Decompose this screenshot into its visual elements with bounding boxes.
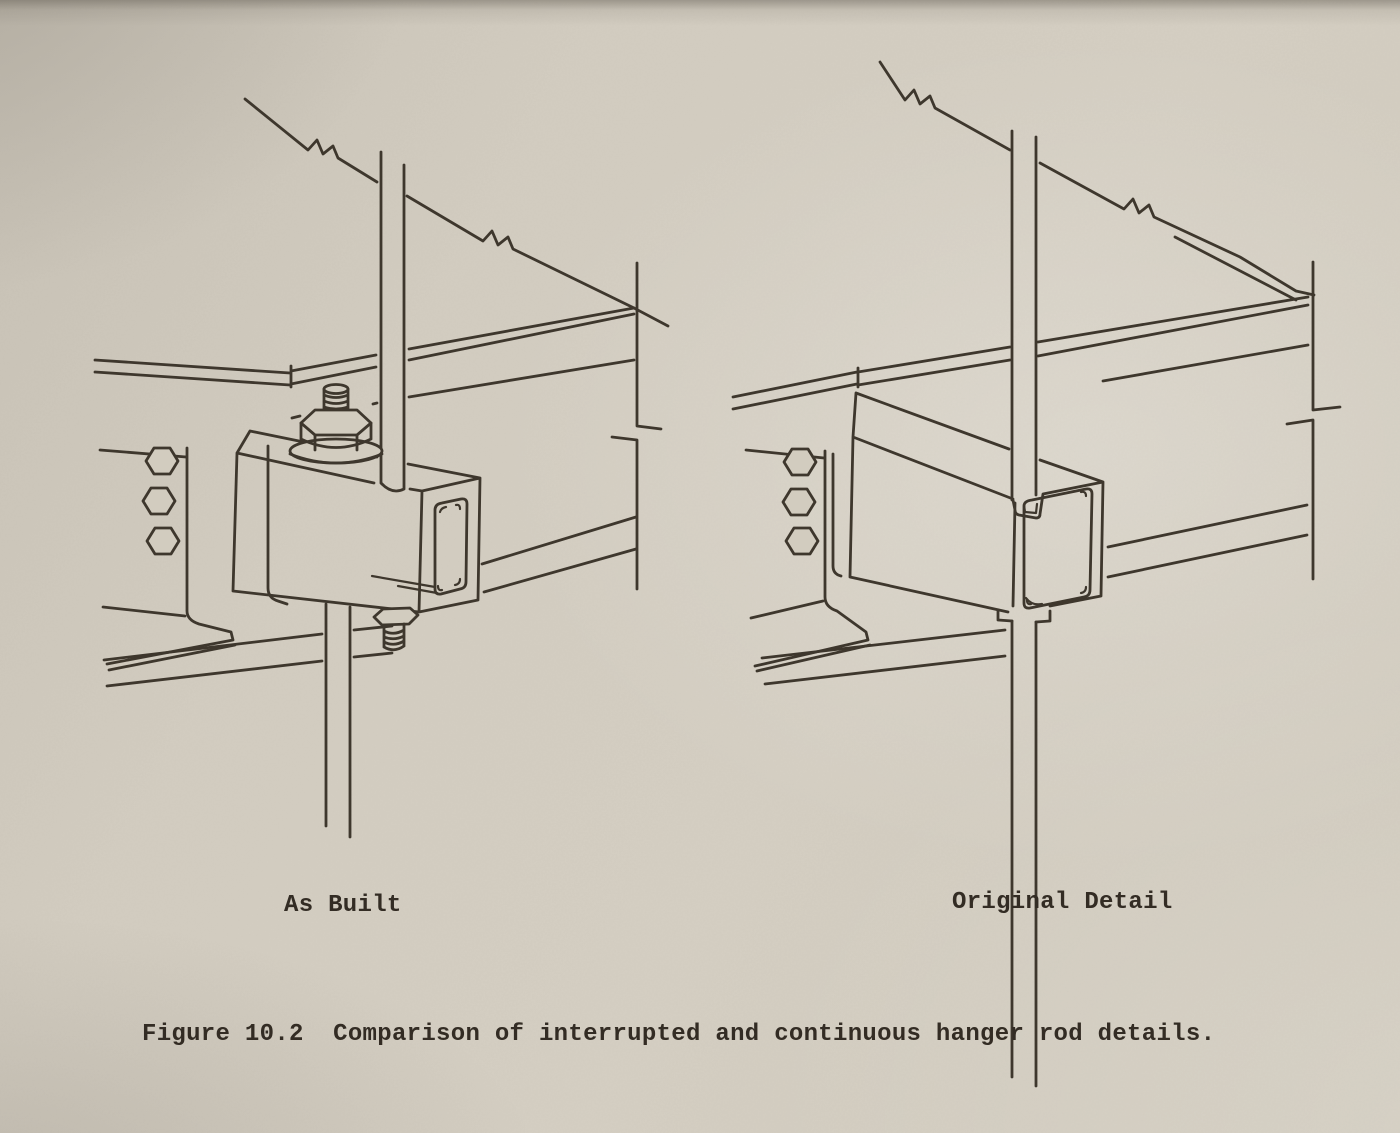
tube-strut [848,391,1105,624]
edge-beam [731,295,1310,686]
stub-top-cap [322,383,350,395]
threaded-stub [322,387,350,415]
threaded-stub [382,622,406,652]
original-detail-label: Original Detail [952,889,1173,916]
bolt-hex [781,487,817,517]
as-built-drawing [93,97,670,839]
floor-slab-edge [243,97,670,328]
bolt-hex [145,526,181,556]
bolt-hex [144,446,180,476]
floor-slab-edge [878,60,1316,302]
rod-exit-tabs [996,608,1052,624]
tube-corner-fillets [1024,490,1088,606]
edge-beam [93,306,638,688]
bolt-hex [141,486,177,516]
bolt-hex [782,447,818,477]
hex-nut-facets [299,421,373,452]
original-detail-drawing [731,60,1342,1088]
figure-caption: Figure 10.2 Comparison of interrupted an… [142,1021,1216,1048]
section-break-line [1285,260,1342,581]
web-bolts [141,446,181,556]
lower-hanger-rod [324,602,352,839]
rod-slot-notch [1022,502,1039,515]
i-beam [744,448,872,673]
bottom-nut [372,606,420,652]
upper-hanger-rod [379,150,406,493]
as-built-label: As Built [284,892,402,919]
top-nut-washer [288,383,384,465]
hex-nut [299,408,373,437]
section-break-line [610,261,663,591]
washer-rim [288,452,384,465]
i-beam [98,444,289,672]
hex-nut [372,606,420,627]
tube-open-end-wall [433,497,469,596]
bolt-hex [784,526,820,556]
tube-strut [231,429,482,614]
tube-interior-lines [370,574,439,595]
web-bolts [781,447,820,556]
continuous-hanger-rod [1010,129,1038,1088]
tube-corner-fillets [436,503,462,592]
